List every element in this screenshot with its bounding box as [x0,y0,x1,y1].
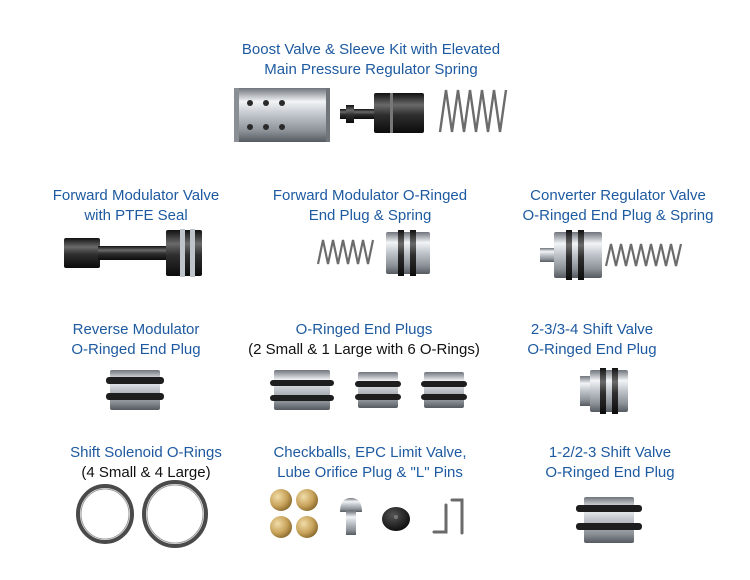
caption-forward-modulator-end-plug: Forward Modulator O-Ringed End Plug & Sp… [255,186,485,226]
caption-line: Checkballs, EPC Limit Valve, [273,444,467,461]
caption-line: 1-2/2-3 Shift Valve [548,444,672,461]
caption-line: with PTFE Seal [84,207,188,224]
caption-boost-valve-kit: Boost Valve & Sleeve Kit with Elevated M… [191,40,551,80]
caption-forward-modulator-valve: Forward Modulator Valve with PTFE Seal [26,186,246,226]
forward-modulator-valve-part [64,229,202,277]
boost-valve-part [340,93,424,133]
reverse-modulator-end-plug-part [106,370,164,410]
caption-converter-regulator-end-plug: Converter Regulator Valve O-Ringed End P… [508,186,728,226]
l-pins-part [432,498,464,535]
boost-valve-sleeve-part [234,88,330,142]
caption-sub: (2 Small & 1 Large with 6 O-Rings) [248,341,480,358]
caption-line: O-Ringed End Plug [71,341,201,358]
caption-line: Main Pressure Regulator Spring [264,61,478,78]
caption-line: Boost Valve & Sleeve Kit with Elevated [241,41,501,58]
caption-shift-valve-1223: 1-2/2-3 Shift Valve O-Ringed End Plug [520,443,700,483]
end-plug-large-part [270,370,334,410]
caption-line: O-Ringed End Plug & Spring [522,207,714,224]
caption-o-ringed-end-plugs: O-Ringed End Plugs (2 Small & 1 Large wi… [226,320,502,360]
caption-sub: (4 Small & 4 Large) [81,464,211,481]
caption-line: O-Ringed End Plug [545,464,675,481]
caption-checkballs-epc: Checkballs, EPC Limit Valve, Lube Orific… [256,443,484,483]
caption-line: Forward Modulator Valve [52,187,220,204]
lube-orifice-plug-part [382,507,410,531]
solenoid-o-ring-small [76,484,134,544]
caption-line: Converter Regulator Valve [530,187,706,204]
caption-line: Shift Solenoid O-Rings [70,444,222,461]
caption-line: Lube Orifice Plug & "L" Pins [277,464,463,481]
converter-regulator-end-plug-part [540,230,602,280]
caption-line: Forward Modulator O-Ringed [272,187,468,204]
boost-valve-spring [438,89,508,133]
caption-reverse-modulator-end-plug: Reverse Modulator O-Ringed End Plug [36,320,236,360]
forward-modulator-spring [316,239,375,265]
epc-limit-valve-part [340,498,362,535]
end-plug-small-part [421,372,467,408]
end-plug-small-part [355,372,401,408]
shift-valve-234-end-plug-part [580,368,628,414]
converter-regulator-spring [604,243,683,267]
solenoid-o-ring-large [142,480,208,548]
caption-line: O-Ringed End Plug [527,341,657,358]
caption-line: Reverse Modulator [72,321,200,338]
caption-line: O-Ringed End Plugs [295,321,433,338]
caption-shift-valve-234: 2-3/3-4 Shift Valve O-Ringed End Plug [504,320,680,360]
caption-line: 2-3/3-4 Shift Valve [530,321,654,338]
caption-line: End Plug & Spring [308,207,432,224]
shift-valve-1223-end-plug-part [576,497,642,543]
caption-shift-solenoid-o-rings: Shift Solenoid O-Rings (4 Small & 4 Larg… [46,443,246,483]
checkballs-part [270,489,318,538]
forward-modulator-end-plug-part [386,230,430,276]
